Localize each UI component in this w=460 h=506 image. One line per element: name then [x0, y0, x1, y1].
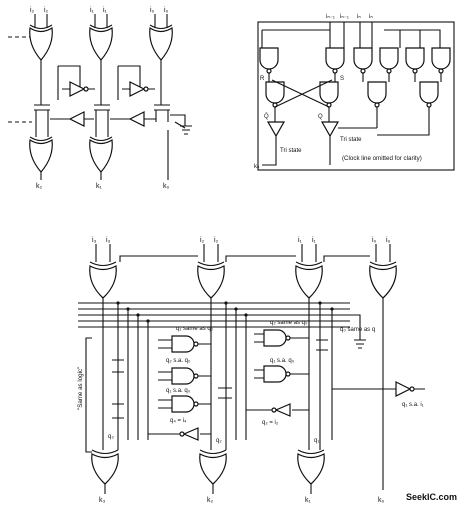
xor-gate — [295, 261, 323, 299]
gate-label: q₁ — [314, 438, 319, 444]
inverter — [271, 403, 291, 417]
inverter — [179, 427, 199, 441]
input-label: i₂ — [214, 237, 219, 244]
tri-state-buffer — [320, 121, 340, 138]
output-label: k₂ — [36, 183, 43, 190]
tri-state-buffer — [266, 121, 286, 138]
input-label: i₃ — [92, 237, 97, 244]
input-label: i₂ — [44, 7, 49, 14]
latch-nand — [319, 81, 339, 108]
gate-label: q₁ s.a. q₀ — [270, 358, 295, 364]
input-label: i₀ — [386, 237, 391, 244]
xor-gate — [29, 136, 53, 173]
input-label: iₙ — [369, 14, 373, 20]
gate-label: q₁ s.a. q₀ — [166, 388, 191, 394]
output-label: kₙ — [254, 164, 260, 170]
input-label: i₀ — [164, 7, 169, 14]
watermark: SeekIC.com — [406, 492, 457, 502]
buffer — [68, 111, 85, 127]
xor-gate — [199, 449, 227, 485]
nand-gate — [367, 81, 387, 108]
tri-state-label: Tri state — [340, 137, 362, 143]
nand-gate — [353, 47, 373, 74]
tri-state-label: Tri state — [280, 148, 302, 154]
input-label: i₀ — [372, 237, 377, 244]
nand-gate — [405, 47, 425, 74]
r-label: R — [260, 76, 265, 82]
gate-label: q₁ s.a. i₁ — [402, 402, 424, 408]
latch-nand — [265, 81, 285, 108]
q-label: Q — [318, 114, 323, 120]
output-label: k₃ — [99, 497, 106, 504]
gate-label: q₃ — [108, 434, 114, 440]
input-label: i₁ — [298, 237, 303, 244]
side-note: "Same as logic" — [77, 367, 84, 410]
output-label: k₀ — [163, 183, 170, 190]
gate-label: q₄ = i₄ — [170, 418, 187, 424]
gate-label: q₂ s.a. q₀ — [166, 358, 191, 364]
nand-gate — [263, 365, 291, 383]
output-label: k₂ — [207, 497, 214, 504]
gate-label: q₂ same as q₀ — [270, 320, 308, 326]
bottom-circuit: i₃ i₃ i₂ i₂ i₁ i₁ i₀ i₀ — [77, 237, 425, 504]
inverter — [69, 81, 89, 97]
xor-gate — [89, 261, 117, 299]
nand-gate — [419, 81, 439, 108]
q-bar-label: Q̄ — [264, 113, 269, 120]
top-right-circuit: iₙ₋₁ iₙ₋₁ iₙ iₙ R S — [254, 14, 455, 171]
input-label: i₁ — [90, 7, 95, 14]
xor-gate — [297, 449, 325, 485]
top-left-circuit: i₂ i₂ i₁ i₁ i₀ i₀ — [8, 7, 192, 190]
xor-gate — [89, 136, 113, 173]
nand-gate — [263, 329, 291, 347]
input-label: iₙ — [357, 14, 361, 20]
xor-gate — [197, 261, 225, 299]
nand-gate — [431, 47, 451, 74]
output-label: k₀ — [378, 497, 385, 504]
output-label: k₁ — [305, 497, 312, 504]
gate-label: q₂ = i₂ — [262, 420, 279, 426]
xor-gate — [149, 24, 173, 61]
nand-gate — [379, 47, 399, 74]
nand-gate — [259, 47, 279, 74]
gate-label: q₁ same as q₀ — [176, 326, 214, 332]
xor-gate — [89, 24, 113, 61]
inverter — [129, 81, 149, 97]
input-label: i₁ — [312, 237, 317, 244]
xor-gate — [369, 261, 397, 299]
nand-gate — [171, 395, 199, 413]
nand-gate — [171, 335, 199, 353]
clock-note: (Clock line omitted for clarity) — [342, 155, 422, 162]
xor-gate — [29, 24, 53, 61]
input-label: i₀ — [150, 7, 155, 14]
input-label: i₁ — [103, 7, 108, 14]
gate-label: q₀ same as q — [340, 327, 375, 333]
input-label: i₂ — [30, 7, 35, 14]
input-label: i₃ — [106, 237, 111, 244]
input-label: iₙ₋₁ — [326, 14, 335, 20]
nand-gate — [171, 367, 199, 385]
nand-gate — [325, 47, 345, 74]
inverter — [395, 381, 415, 397]
input-label: i₂ — [200, 237, 205, 244]
input-label: iₙ₋₁ — [340, 14, 349, 20]
output-label: k₁ — [96, 183, 103, 190]
s-label: S — [340, 76, 344, 82]
buffer — [128, 111, 145, 127]
xor-gate — [91, 449, 119, 485]
gate-label: q₂ — [216, 438, 222, 444]
